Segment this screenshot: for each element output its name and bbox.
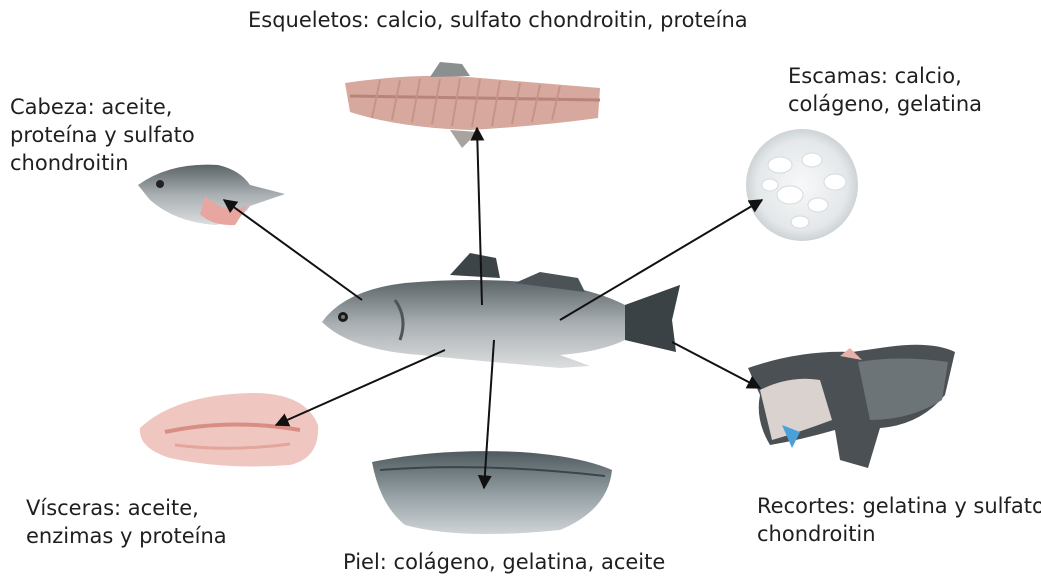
scales-image — [746, 129, 858, 241]
skeleton-image — [345, 62, 600, 148]
skeleton-label: Esqueletos: calcio, sulfato chondroitin,… — [248, 6, 748, 34]
head-label-line-1: Cabeza: aceite, — [10, 93, 195, 121]
scales-label: Escamas: calcio, colágeno, gelatina — [788, 62, 982, 118]
trimmings-image — [748, 345, 955, 468]
scales-label-line-1: Escamas: calcio, — [788, 62, 982, 90]
trimmings-label-line-1: Recortes: gelatina y sulfato — [757, 492, 1041, 520]
skin-image — [372, 451, 612, 534]
viscera-label-line-1: Vísceras: aceite, — [26, 494, 227, 522]
skeleton-label-line: Esqueletos: calcio, sulfato chondroitin,… — [248, 6, 748, 34]
viscera-image — [140, 393, 318, 467]
head-label: Cabeza: aceite, proteína y sulfato chond… — [10, 93, 195, 177]
arrow-to-head — [224, 200, 362, 300]
skin-label-line: Piel: colágeno, gelatina, aceite — [343, 548, 665, 576]
arrow-to-skeleton — [477, 128, 482, 305]
viscera-label-line-2: enzimas y proteína — [26, 522, 227, 550]
arrow-to-viscera — [276, 350, 445, 425]
head-label-line-2: proteína y sulfato — [10, 121, 195, 149]
arrow-to-trimmings — [672, 342, 760, 388]
trimmings-label-line-2: chondroitin — [757, 520, 1041, 548]
viscera-label: Vísceras: aceite, enzimas y proteína — [26, 494, 227, 550]
scales-label-line-2: colágeno, gelatina — [788, 90, 982, 118]
skin-label: Piel: colágeno, gelatina, aceite — [343, 548, 665, 576]
head-label-line-3: chondroitin — [10, 149, 195, 177]
trimmings-label: Recortes: gelatina y sulfato chondroitin — [757, 492, 1041, 548]
whole-fish-image — [322, 253, 680, 368]
